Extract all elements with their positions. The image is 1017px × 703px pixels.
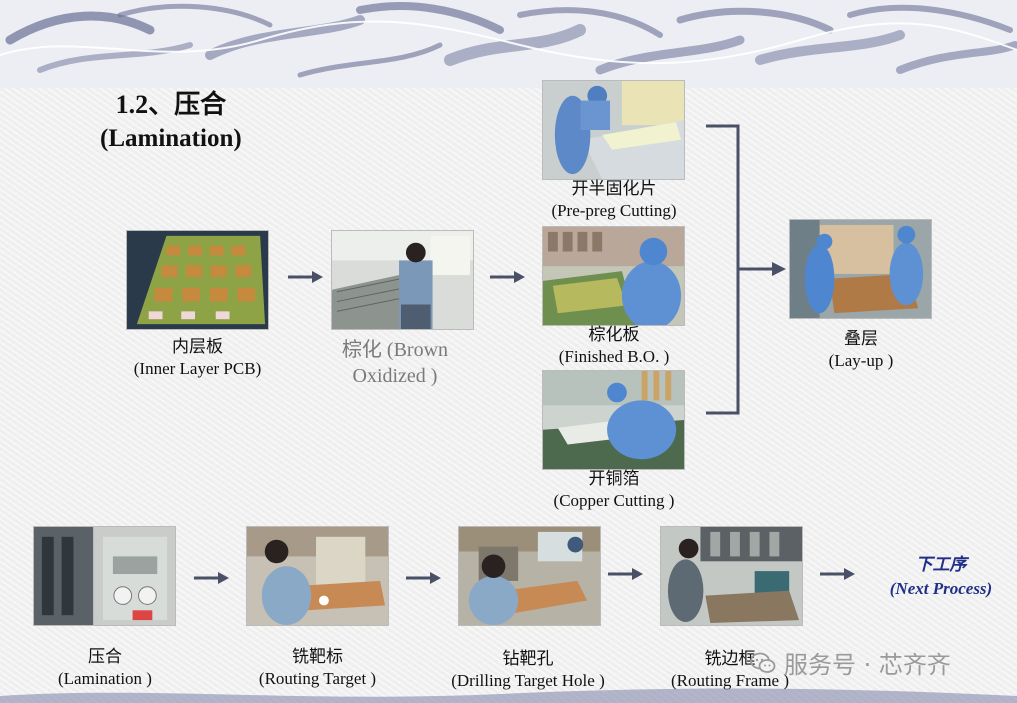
caption-next-process-en: (Next Process)	[889, 579, 993, 598]
caption-routing-target-zh: 铣靶标	[292, 647, 343, 666]
watermark-text: 服务号 · 芯齐齐	[784, 651, 951, 679]
caption-routing-target: 铣靶标 (Routing Target )	[230, 646, 405, 690]
wechat-icon	[750, 652, 776, 673]
caption-finished-bo-en: (Finished B.O. )	[558, 347, 670, 366]
caption-routing-frame: 铣边框 (Routing Frame )	[650, 648, 810, 692]
caption-drilling-target: 钻靶孔 (Drilling Target Hole )	[428, 648, 628, 692]
arrow-right	[288, 271, 323, 283]
caption-drilling-target-zh: 钻靶孔	[502, 649, 554, 668]
caption-inner-layer-zh: 内层板	[172, 337, 223, 356]
caption-inner-layer: 内层板 (Inner Layer PCB)	[110, 336, 285, 380]
decorative-bottom-band	[0, 688, 1017, 703]
brown-oxide-photo	[331, 230, 474, 330]
arrow-right	[406, 572, 441, 584]
caption-layup-en: (Lay-up )	[828, 351, 894, 370]
title-line-1: 1.2、压合	[115, 90, 227, 119]
caption-layup: 叠层 (Lay-up )	[790, 328, 932, 372]
layup-photo	[789, 219, 932, 319]
lamination-press-photo	[33, 526, 176, 626]
drilling-target-photo	[458, 526, 601, 626]
finished-bo-photo	[542, 226, 685, 326]
arrow-right	[608, 568, 643, 580]
caption-lamination-en: (Lamination )	[58, 669, 152, 688]
section-title: 1.2、压合 (Lamination)	[100, 88, 242, 156]
caption-prepreg-en: (Pre-preg Cutting)	[551, 201, 677, 220]
caption-next-process: 下工序 (Next Process)	[870, 553, 1012, 601]
caption-brown-oxide-zh: 棕化 (Brown	[341, 339, 449, 361]
caption-next-process-zh: 下工序	[915, 555, 967, 574]
caption-prepreg-zh: 开半固化片	[571, 179, 657, 198]
caption-finished-bo-zh: 棕化板	[588, 325, 640, 344]
caption-copper-cutting: 开铜箔 (Copper Cutting )	[520, 468, 708, 512]
caption-copper-en: (Copper Cutting )	[553, 491, 675, 510]
arrow-right	[194, 572, 229, 584]
caption-inner-layer-en: (Inner Layer PCB)	[133, 359, 262, 378]
caption-brown-oxide: 棕化 (Brown Oxidized )	[320, 337, 470, 389]
caption-copper-zh: 开铜箔	[588, 469, 640, 488]
arrow-right	[490, 271, 525, 283]
decorative-swirl-band	[0, 0, 1017, 88]
caption-lamination: 压合 (Lamination )	[30, 646, 180, 690]
merge-bracket	[706, 124, 786, 415]
title-line-2: (Lamination)	[100, 125, 242, 152]
caption-lamination-zh: 压合	[88, 647, 122, 666]
routing-frame-photo	[660, 526, 803, 626]
routing-target-photo	[246, 526, 389, 626]
caption-routing-frame-zh: 铣边框	[704, 649, 756, 668]
arrow-right	[820, 568, 855, 580]
caption-brown-oxide-en: Oxidized )	[352, 365, 438, 387]
inner-layer-pcb-photo	[126, 230, 269, 330]
caption-layup-zh: 叠层	[844, 329, 878, 348]
caption-drilling-target-en: (Drilling Target Hole )	[451, 671, 605, 690]
caption-prepreg: 开半固化片 (Pre-preg Cutting)	[525, 178, 703, 222]
caption-routing-frame-en: (Routing Frame )	[670, 671, 790, 690]
watermark: 服务号 · 芯齐齐	[750, 645, 951, 680]
caption-finished-bo: 棕化板 (Finished B.O. )	[525, 324, 703, 368]
prepreg-cutting-photo	[542, 80, 685, 180]
copper-cutting-photo	[542, 370, 685, 470]
caption-routing-target-en: (Routing Target )	[258, 669, 377, 688]
